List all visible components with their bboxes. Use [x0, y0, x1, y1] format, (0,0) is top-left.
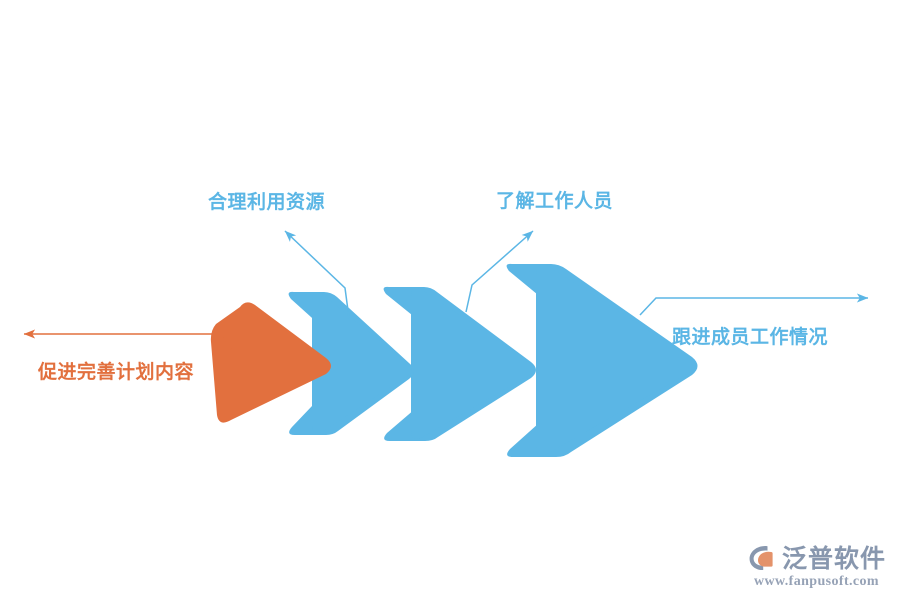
- connector-arrow-right-blue: [639, 293, 869, 316]
- watermark-brand-text: 泛普软件: [781, 543, 886, 573]
- connector-arrow-up-right-blue: [465, 230, 534, 313]
- chevron-shape-2-body: [312, 292, 412, 434]
- label-top-right-blue: 了解工作人员: [496, 189, 613, 212]
- label-right-blue: 跟进成员工作情况: [672, 325, 828, 348]
- triangle-shape-1: [210, 302, 331, 423]
- label-top-left-blue: 合理利用资源: [208, 190, 325, 213]
- chevron-shape-4-body: [536, 265, 696, 456]
- chevron-shape-3-body: [411, 287, 534, 440]
- label-left-orange: 促进完善计划内容: [37, 360, 194, 383]
- connector-arrow-up-left-blue: [284, 230, 350, 319]
- watermark-logo: 泛普软件 www.fanpusoft.com: [747, 543, 886, 590]
- watermark-url-text: www.fanpusoft.com: [753, 574, 879, 589]
- connector-arrow-left-orange: [23, 329, 234, 353]
- watermark-brand-row: 泛普软件: [747, 543, 886, 573]
- fanpu-logo-icon: [747, 543, 777, 573]
